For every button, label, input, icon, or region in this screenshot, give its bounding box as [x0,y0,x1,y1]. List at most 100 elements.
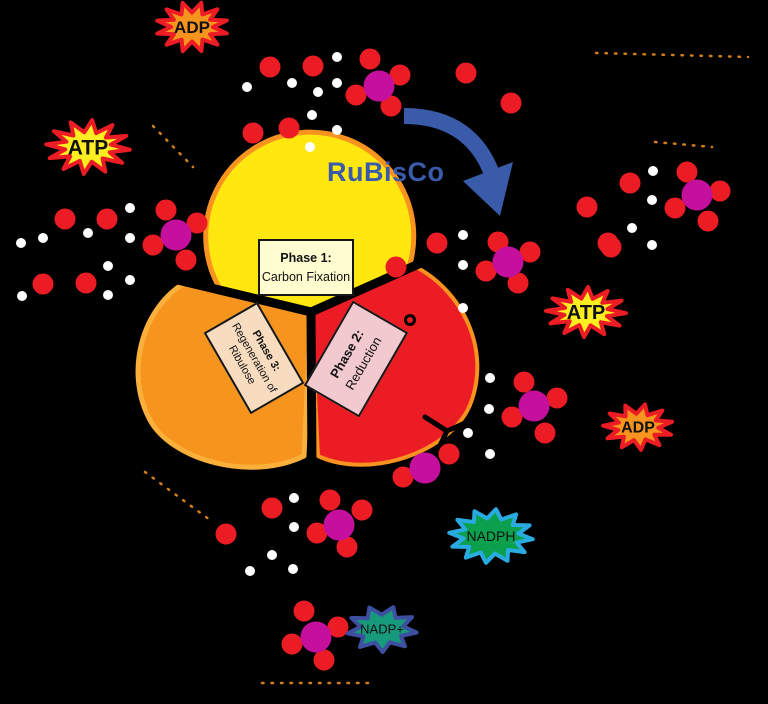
molecule-dot-red [389,64,411,86]
molecule-dot-white [458,230,468,240]
molecule-bond [422,414,450,434]
molecule-dot-red [75,272,97,294]
molecule-dot-red [438,443,460,465]
molecule-dot-magenta [492,246,524,278]
molecule-dot-red [676,161,698,183]
rubisco-arrow-shaft [403,108,500,178]
molecule-dot-red [576,196,598,218]
molecule-bond [434,428,450,455]
molecule-dot-red [278,117,300,139]
molecule-dot-red [392,466,414,488]
molecule-dot-white [485,373,495,383]
molecule-dot-red [242,122,264,144]
molecule-dot-red [519,241,541,263]
molecule-dot-red [345,84,367,106]
rubisco-enzyme-label: RuBisCo [327,157,445,187]
molecule-dot-red [336,536,358,558]
molecule-dot-white [648,166,658,176]
molecule-dot-white [83,228,93,238]
molecule-dot-magenta [363,70,395,102]
molecule-dot-red [534,422,556,444]
molecule-dot-white [245,566,255,576]
molecule-dot-white [332,52,342,62]
molecule-dot-white [103,290,113,300]
phase1-title: Phase 1: [280,250,332,265]
molecule-dot-red [313,649,335,671]
adp-right-label: ADP [621,420,655,437]
rubisco-arrow-head-icon [463,162,513,216]
molecule-dot-white [125,275,135,285]
atp-right-starburst [544,285,628,339]
molecule-dot-white [458,260,468,270]
molecule-dot-red [186,212,208,234]
atp-left-starburst [44,118,132,176]
molecule-dot-white [267,550,277,560]
molecule-dot-red [507,272,529,294]
molecule-dot-red [351,499,373,521]
phase1-carbon-fixation-box: Phase 1: Carbon Fixation [258,239,354,296]
phase1-subtitle: Carbon Fixation [261,269,351,284]
molecule-dot-red [259,56,281,78]
molecule-dot-white [16,238,26,248]
molecule-dot-white [463,428,473,438]
molecule-dot-red [426,232,448,254]
molecule-dot-white [287,78,297,88]
molecule-dot-red [455,62,477,84]
lobe-separator [306,307,317,475]
atp-left-label: ATP [68,136,108,159]
molecule-bond [444,420,468,434]
molecule-dot-red [385,256,407,278]
adp-top-left-label: ADP [174,18,210,37]
dotted-cycle-hint [151,124,195,169]
molecule-dot-white [305,142,315,152]
molecule-dot-red [500,92,522,114]
molecule-dot-magenta [681,179,713,211]
molecule-dot-red [175,249,197,271]
nadph-label: NADPH [466,528,515,544]
molecule-dot-magenta [409,452,441,484]
molecule-dot-magenta [518,390,550,422]
molecule-dot-red [513,371,535,393]
molecule-dot-red [709,180,731,202]
molecule-dot-white [289,522,299,532]
molecule-dot-white [313,87,323,97]
nadph-starburst [447,507,535,565]
molecule-dot-white [484,404,494,414]
molecule-dot-magenta [160,219,192,251]
lobe-separator [176,275,317,318]
molecule-dot-white [125,233,135,243]
dotted-cycle-hint [594,51,750,59]
molecule-dot-red [697,210,719,232]
molecule-dot-white [485,449,495,459]
nadp-plus-label: NADP+ [360,622,404,637]
molecule-dot-white [307,110,317,120]
molecule-dot-white [627,223,637,233]
adp-right-starburst [601,402,675,452]
electron-ring-icon [404,314,416,326]
molecule-dot-red [501,406,523,428]
molecule-dot-red [261,497,283,519]
molecule-dot-red [302,55,324,77]
molecule-dot-red [319,489,341,511]
nadp-plus-starburst [345,605,419,654]
molecule-dot-white [17,291,27,301]
cycle-lobe-phase1 [203,129,417,315]
molecule-dot-red [475,260,497,282]
molecule-dot-white [647,240,657,250]
molecule-dot-red [96,208,118,230]
molecule-dot-magenta [300,621,332,653]
molecule-dot-red [327,616,349,638]
molecule-dot-white [458,303,468,313]
molecule-dot-red [600,236,622,258]
molecule-dot-red [380,95,402,117]
molecule-dot-white [125,203,135,213]
dotted-cycle-hint [653,140,714,149]
molecule-dot-red [664,197,686,219]
atp-right-label: ATP [567,302,606,324]
molecule-dot-white [332,78,342,88]
molecule-dot-white [332,125,342,135]
molecule-dot-white [103,261,113,271]
molecule-dot-red [155,199,177,221]
